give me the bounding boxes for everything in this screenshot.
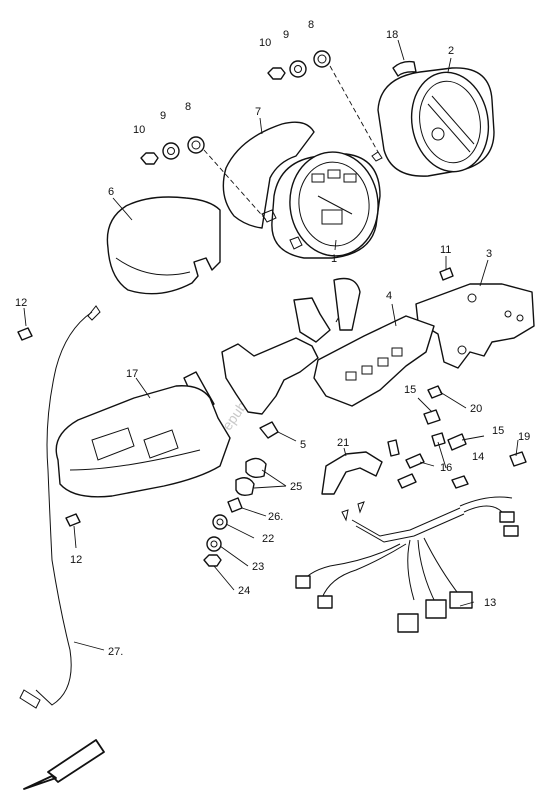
speedometer-cable xyxy=(35,311,93,706)
wire-harness xyxy=(295,496,519,633)
callout-12-lower: 12 xyxy=(70,554,82,566)
callout-18: 18 xyxy=(386,29,398,41)
callout-25: 25 xyxy=(290,481,302,493)
callout-15-upper: 15 xyxy=(404,384,416,396)
callout-19: 19 xyxy=(518,431,530,443)
lower-meter-cover xyxy=(106,196,221,295)
meter-bracket xyxy=(415,283,535,369)
bulb-16b xyxy=(431,432,446,447)
bulb-16d xyxy=(397,473,417,489)
stay-bolt xyxy=(259,421,279,439)
callout-6: 6 xyxy=(108,186,114,198)
callout-7: 7 xyxy=(255,106,261,118)
washer-8-lower xyxy=(187,136,205,154)
bolt-11 xyxy=(439,267,454,281)
nut-10-upper xyxy=(267,67,286,80)
callout-24: 24 xyxy=(238,585,250,597)
washer-23 xyxy=(206,536,222,552)
callout-26: 26. xyxy=(268,511,283,523)
callout-17: 17 xyxy=(126,368,138,380)
callout-9-upper: 9 xyxy=(283,29,289,41)
callout-8-lower: 8 xyxy=(185,101,191,113)
callout-23: 23 xyxy=(252,561,264,573)
nut-24 xyxy=(203,554,222,567)
callout-1: 1 xyxy=(331,253,337,265)
callout-21: 21 xyxy=(337,437,349,449)
grommet-25a xyxy=(245,457,267,479)
bulb-16c xyxy=(405,453,425,469)
callout-4: 4 xyxy=(386,290,392,302)
callout-14: 14 xyxy=(472,451,484,463)
callout-13: 13 xyxy=(484,597,496,609)
washer-22 xyxy=(212,514,228,530)
callout-2: 2 xyxy=(448,45,454,57)
callout-9-lower: 9 xyxy=(160,110,166,122)
screw-12-upper xyxy=(17,327,33,341)
front-direction-arrow-icon xyxy=(23,739,105,790)
tachometer-gauge xyxy=(371,67,495,177)
callout-22: 22 xyxy=(262,533,274,545)
callout-11: 11 xyxy=(440,244,451,256)
screw-12-lower xyxy=(65,513,81,527)
harness-bracket-plate xyxy=(321,451,383,495)
callout-12-upper: 12 xyxy=(15,297,27,309)
headlight-stay xyxy=(221,337,319,415)
bulb-socket-15a xyxy=(423,409,441,425)
collar-26 xyxy=(227,497,243,513)
speedometer-gauge xyxy=(261,151,381,259)
washer-9-upper xyxy=(289,60,307,78)
callout-16: 16 xyxy=(440,462,452,474)
callout-20: 20 xyxy=(470,403,482,415)
bulb-16a xyxy=(387,439,400,457)
washer-8-upper xyxy=(313,50,331,68)
callout-10-upper: 10 xyxy=(259,37,271,49)
grommet-25b xyxy=(235,477,255,497)
callout-27: 27. xyxy=(108,646,123,658)
meter-stay-upper xyxy=(293,297,331,343)
callout-15-lower: 15 xyxy=(492,425,504,437)
bulb-14 xyxy=(451,475,469,489)
callout-5: 5 xyxy=(300,439,306,451)
washer-9-lower xyxy=(162,142,180,160)
callout-10-lower: 10 xyxy=(133,124,145,136)
nut-10-lower xyxy=(140,152,159,165)
lower-headlight-cover xyxy=(55,385,231,498)
bolt-20 xyxy=(427,385,443,399)
meter-housing xyxy=(222,121,315,229)
callout-3: 3 xyxy=(486,248,492,260)
callout-8-upper: 8 xyxy=(308,19,314,31)
tach-rubber-cap xyxy=(392,60,417,77)
callout-labels: 1 2 3 4 5 6 7 8 9 10 8 9 10 11 12 12 13 … xyxy=(15,19,530,658)
indicator-light-assembly xyxy=(313,277,435,407)
bulb-19 xyxy=(509,451,527,467)
leader-lines xyxy=(23,39,519,651)
bulb-socket-15b xyxy=(447,433,467,451)
